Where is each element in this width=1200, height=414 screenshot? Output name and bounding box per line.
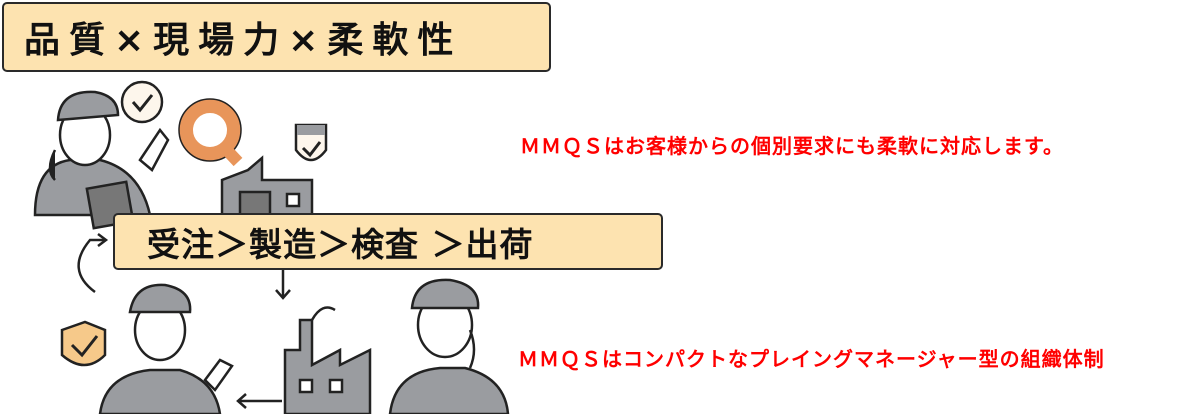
q-logo-icon: [178, 98, 243, 167]
shield-check-icon: [294, 123, 328, 162]
page-title: 品質×現場力×柔軟性: [2, 2, 551, 72]
flexibility-message: ＭＭＱＳはお客様からの個別要求にも柔軟に対応します。: [520, 134, 1064, 158]
check-circle-icon: [120, 80, 164, 124]
worker-waving: [98, 283, 234, 414]
shield-check-icon: [60, 320, 107, 367]
cycle-arrow-icon: [77, 233, 109, 294]
factory-icon: [220, 155, 314, 217]
factory-icon: [283, 306, 372, 414]
down-arrow-icon: [275, 270, 291, 300]
left-arrow-icon: [236, 393, 282, 409]
worker-smiling: [388, 278, 510, 414]
process-flow-banner: 受注＞製造＞検査 ＞出荷: [113, 213, 663, 270]
organization-message: ＭＭＱＳはコンパクトなプレイングマネージャー型の組織体制: [518, 347, 1105, 371]
